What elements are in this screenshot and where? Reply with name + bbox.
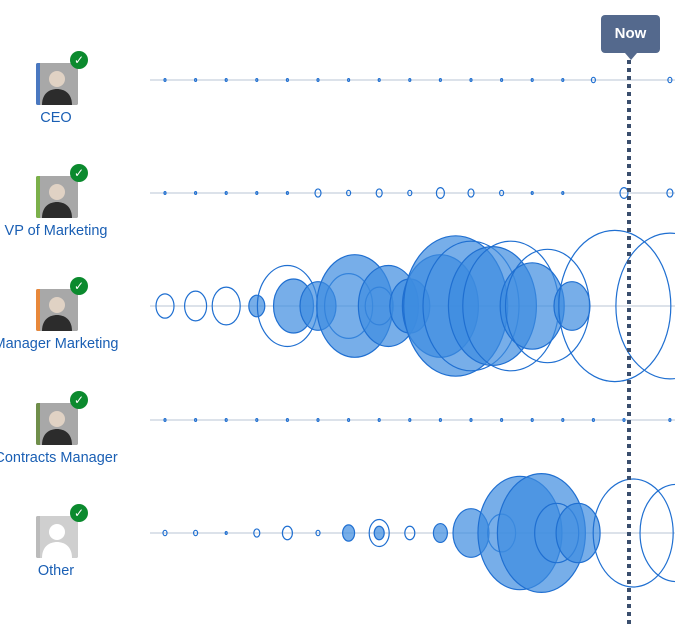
- bubble[interactable]: [499, 189, 505, 197]
- avatar[interactable]: [36, 289, 78, 331]
- bubble[interactable]: [561, 78, 565, 82]
- role-label[interactable]: CEO: [40, 110, 72, 126]
- bubble[interactable]: [438, 78, 442, 82]
- bubble[interactable]: [667, 76, 673, 84]
- bubble[interactable]: [561, 191, 565, 195]
- bubble[interactable]: [435, 187, 445, 200]
- bubble[interactable]: [347, 78, 351, 82]
- bubble[interactable]: [194, 191, 198, 195]
- bubble[interactable]: [558, 229, 672, 383]
- bubble[interactable]: [500, 78, 504, 82]
- bubble[interactable]: [622, 418, 626, 422]
- bubble[interactable]: [555, 502, 601, 564]
- bubble[interactable]: [404, 525, 416, 541]
- bubble[interactable]: [281, 525, 293, 541]
- bubble[interactable]: [184, 290, 208, 322]
- role-label[interactable]: VP of Marketing: [4, 223, 108, 239]
- now-marker-label: Now: [601, 15, 660, 60]
- bubble[interactable]: [377, 418, 381, 422]
- bubble[interactable]: [591, 418, 596, 422]
- bubble[interactable]: [255, 78, 259, 82]
- bubble[interactable]: [285, 418, 289, 422]
- bubble[interactable]: [255, 191, 259, 195]
- bubble[interactable]: [163, 191, 167, 195]
- bubble[interactable]: [408, 78, 412, 82]
- bubble[interactable]: [590, 76, 597, 84]
- bubble[interactable]: [408, 418, 412, 422]
- bubble[interactable]: [285, 78, 289, 82]
- bubble[interactable]: [224, 418, 228, 422]
- bubble[interactable]: [211, 286, 241, 326]
- bubble[interactable]: [438, 418, 442, 422]
- bubble[interactable]: [561, 418, 565, 422]
- bubble[interactable]: [253, 528, 261, 538]
- bubble[interactable]: [373, 525, 385, 541]
- bubble[interactable]: [155, 293, 175, 319]
- bubble[interactable]: [224, 191, 228, 195]
- bubble[interactable]: [315, 529, 321, 537]
- bubble[interactable]: [314, 188, 322, 198]
- bubble[interactable]: [193, 529, 199, 537]
- bubble[interactable]: [615, 232, 675, 380]
- bubble[interactable]: [469, 418, 473, 422]
- check-icon: ✓: [70, 277, 88, 295]
- check-icon: ✓: [70, 391, 88, 409]
- bubble[interactable]: [666, 188, 674, 198]
- bubble[interactable]: [316, 418, 320, 422]
- role-label[interactable]: Contracts Manager: [0, 450, 118, 466]
- bubble[interactable]: [639, 483, 675, 583]
- bubble[interactable]: [377, 78, 381, 82]
- check-icon: ✓: [70, 51, 88, 69]
- bubble[interactable]: [467, 188, 475, 198]
- bubble[interactable]: [285, 191, 289, 195]
- bubble[interactable]: [407, 189, 413, 197]
- bubble[interactable]: [530, 191, 534, 195]
- bubble[interactable]: [553, 281, 591, 331]
- check-icon: ✓: [70, 504, 88, 522]
- bubble[interactable]: [255, 418, 259, 422]
- bubble[interactable]: [668, 418, 672, 422]
- bubble[interactable]: [163, 78, 167, 82]
- bubble[interactable]: [368, 518, 390, 548]
- avatar[interactable]: [36, 403, 78, 445]
- bubble[interactable]: [342, 524, 356, 542]
- bubble[interactable]: [592, 478, 674, 588]
- bubble[interactable]: [500, 418, 504, 422]
- role-label[interactable]: Manager Marketing: [0, 336, 119, 352]
- bubble[interactable]: [530, 78, 534, 82]
- bubble[interactable]: [432, 522, 448, 544]
- bubble[interactable]: [375, 188, 383, 198]
- placeholder-avatar[interactable]: [36, 516, 78, 558]
- bubble[interactable]: [347, 418, 351, 422]
- bubble[interactable]: [162, 529, 168, 537]
- bubble[interactable]: [530, 418, 534, 422]
- bubble[interactable]: [469, 78, 473, 82]
- bubble[interactable]: [316, 78, 320, 82]
- bubble[interactable]: [346, 189, 352, 197]
- bubble[interactable]: [224, 531, 228, 535]
- role-label[interactable]: Other: [37, 563, 75, 579]
- avatar[interactable]: [36, 176, 78, 218]
- bubble[interactable]: [194, 78, 198, 82]
- check-icon: ✓: [70, 164, 88, 182]
- bubble[interactable]: [619, 187, 629, 200]
- bubble[interactable]: [224, 78, 228, 82]
- avatar[interactable]: [36, 63, 78, 105]
- bubble[interactable]: [163, 418, 167, 422]
- bubble[interactable]: [194, 418, 198, 422]
